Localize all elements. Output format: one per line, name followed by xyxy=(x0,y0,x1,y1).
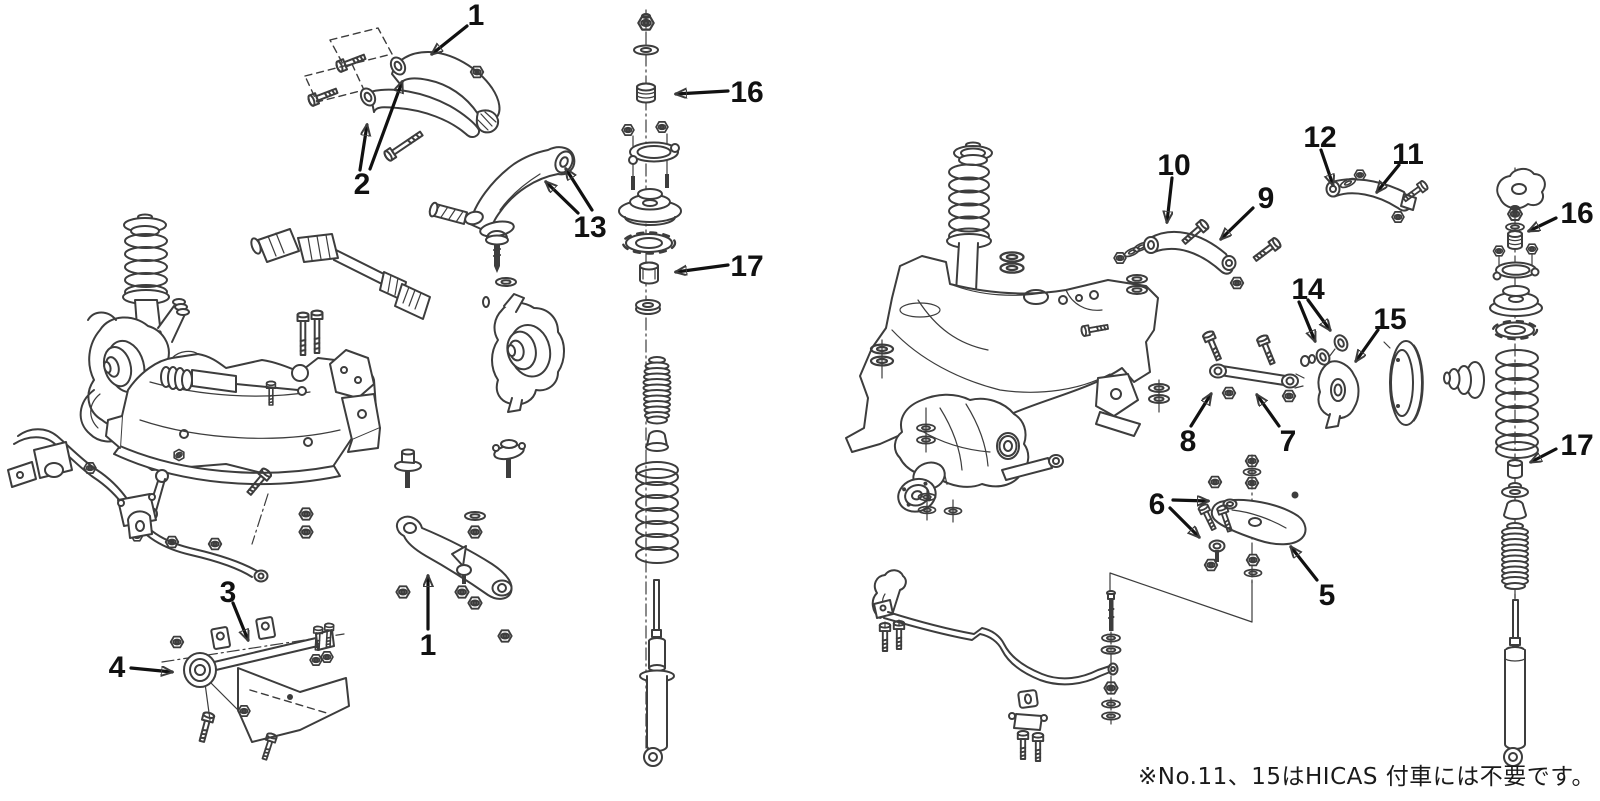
callout-7: 7 xyxy=(1280,425,1297,458)
rear-differential xyxy=(894,393,1064,523)
front-tension-rod-group xyxy=(161,616,350,762)
callout-13-third-link: 13 xyxy=(573,211,606,244)
front-coil-spring xyxy=(635,461,679,564)
callout-5: 5 xyxy=(1319,579,1336,612)
front-strut-parts-column xyxy=(618,9,682,767)
front-lower-arm-group xyxy=(298,439,526,643)
callout-11: 11 xyxy=(1392,138,1424,171)
callout-arrows xyxy=(129,24,1558,672)
callout-4-bushing: 4 xyxy=(109,651,126,684)
callout-labels: 1 2 13 16 17 3 4 1 10 9 12 11 14 15 8 7 … xyxy=(109,0,1594,684)
callout-9: 9 xyxy=(1258,182,1275,215)
callout-3-tension-rod: 3 xyxy=(220,576,237,609)
rear-stabilizer-bar xyxy=(871,569,1122,762)
callout-14: 14 xyxy=(1291,273,1325,306)
front-upper-control-arm xyxy=(304,27,501,163)
rear-upper-link-11 xyxy=(1325,169,1430,223)
callout-8: 8 xyxy=(1180,425,1197,458)
callout-2-bushings: 2 xyxy=(354,168,371,201)
rear-lower-arm-5 xyxy=(1109,454,1307,623)
callout-6: 6 xyxy=(1149,488,1166,521)
hicas-note: ※No.11、15はHICAS 付車には不要です。 xyxy=(1138,764,1595,790)
front-upper-arm-with-balljoint xyxy=(428,146,576,287)
front-drive-axle xyxy=(250,228,431,320)
rear-knuckle-15 xyxy=(1300,334,1360,429)
callout-1-front-upper-arm: 1 xyxy=(468,0,485,32)
rear-lateral-link-7 xyxy=(1201,329,1305,403)
callout-17-rear: 17 xyxy=(1560,429,1593,462)
front-stabilizer-bar xyxy=(7,428,274,583)
rear-coil-spring xyxy=(1495,349,1539,459)
rear-shock-absorber xyxy=(1503,593,1526,767)
front-shock-absorber xyxy=(639,579,675,767)
rear-strut-parts-column xyxy=(1489,167,1546,767)
callout-16-front: 16 xyxy=(730,76,763,109)
callout-10: 10 xyxy=(1157,149,1190,182)
front-knuckle-spare xyxy=(482,293,565,413)
callout-1-front-lower-arm: 1 xyxy=(420,629,437,662)
front-subframe xyxy=(105,349,381,486)
rear-dust-shield xyxy=(1383,340,1424,426)
callout-17-front: 17 xyxy=(730,250,763,283)
callout-15: 15 xyxy=(1373,303,1406,336)
callout-16-rear: 16 xyxy=(1560,197,1593,230)
rear-hub xyxy=(1443,361,1485,399)
callout-12: 12 xyxy=(1303,121,1336,154)
rear-upper-link-9 xyxy=(1113,217,1283,290)
front-splash-shield xyxy=(195,667,350,762)
rear-stabilizer-link-stack xyxy=(1100,590,1122,725)
